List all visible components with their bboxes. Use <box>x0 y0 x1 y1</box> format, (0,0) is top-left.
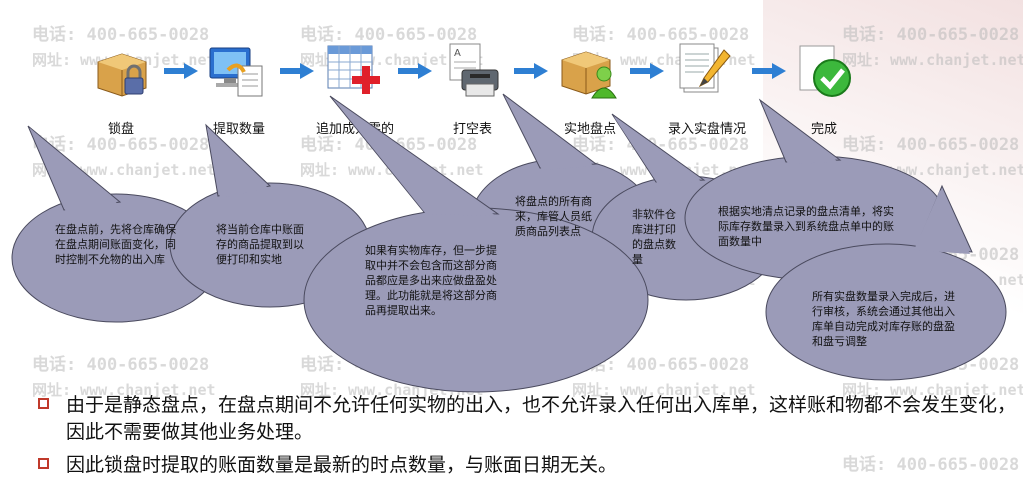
callout-text-2: 将当前仓库中账面存的商品提取到以便打印和实地 <box>216 223 304 266</box>
callout-text-5: 非软件仓库进打印的盘点数量 <box>632 208 676 266</box>
check-icon <box>799 45 851 97</box>
printer-icon: A <box>449 43 499 97</box>
box-lock-icon <box>97 53 147 97</box>
callout-text-6: 根据实地清点记录的盘点清单，将实际库存数量录入到系统盘点单中的账面数量中 <box>718 205 894 248</box>
callout-text-3: 如果有实物库存，但一步提取中并不会包含而这部分商品都应是多出来应做盘盈处理。此功… <box>365 244 497 317</box>
bullet-box-icon <box>38 458 49 469</box>
flow-arrow-icon <box>280 63 314 79</box>
bullet-box-icon <box>38 398 49 409</box>
callout-bubble-3 <box>303 95 649 393</box>
step-label-physical-count: 实地盘点 <box>564 122 617 137</box>
svg-text:A: A <box>454 48 461 59</box>
bullet-item: 因此锁盘时提取的账面数量是最新的时点数量，与账面日期无关。 <box>36 452 1016 479</box>
bullet-item: 由于是静态盘点，在盘点期间不允许任何实物的出入，也不允许录入任何出入库单，这样账… <box>36 392 1016 446</box>
callout-text-1: 在盘点前，先将仓库确保在盘点期间账面变化，同时控制不允物的出入库 <box>55 223 176 266</box>
process-flow: A 锁盘 提取数量 追加成为零的 打空表 实地盘点 录入实盘情况 完成 <box>0 0 1023 150</box>
flow-arrow-icon <box>398 63 432 79</box>
document-pencil-icon <box>679 43 731 93</box>
bullet-list: 由于是静态盘点，在盘点期间不允许任何实物的出入，也不允许录入任何出入库单，这样账… <box>36 392 1016 485</box>
callout-text-4: 将盘点的所有商来，库管人员纸质商品列表点 <box>515 195 592 238</box>
computer-document-icon <box>209 47 263 97</box>
step-label-extract: 提取数量 <box>213 122 266 137</box>
step-label-enter-count: 录入实盘情况 <box>668 122 747 137</box>
callout-text-7: 所有实盘数量录入完成后，进行审核，系统会通过其他出入库单自动完成对库存账的盘盈和… <box>812 290 955 348</box>
table-add-icon <box>327 45 380 94</box>
step-label-complete: 完成 <box>811 122 838 137</box>
box-user-icon <box>561 51 617 99</box>
flow-arrow-icon <box>752 63 786 79</box>
callout-bubble-7 <box>765 184 1007 381</box>
step-label-print-blank: 打空表 <box>453 122 493 137</box>
flow-arrow-icon <box>514 63 548 79</box>
step-label-lock: 锁盘 <box>108 122 135 137</box>
callout-bubble-1 <box>11 125 221 323</box>
flow-arrow-icon <box>164 63 198 79</box>
flow-arrow-icon <box>630 63 664 79</box>
